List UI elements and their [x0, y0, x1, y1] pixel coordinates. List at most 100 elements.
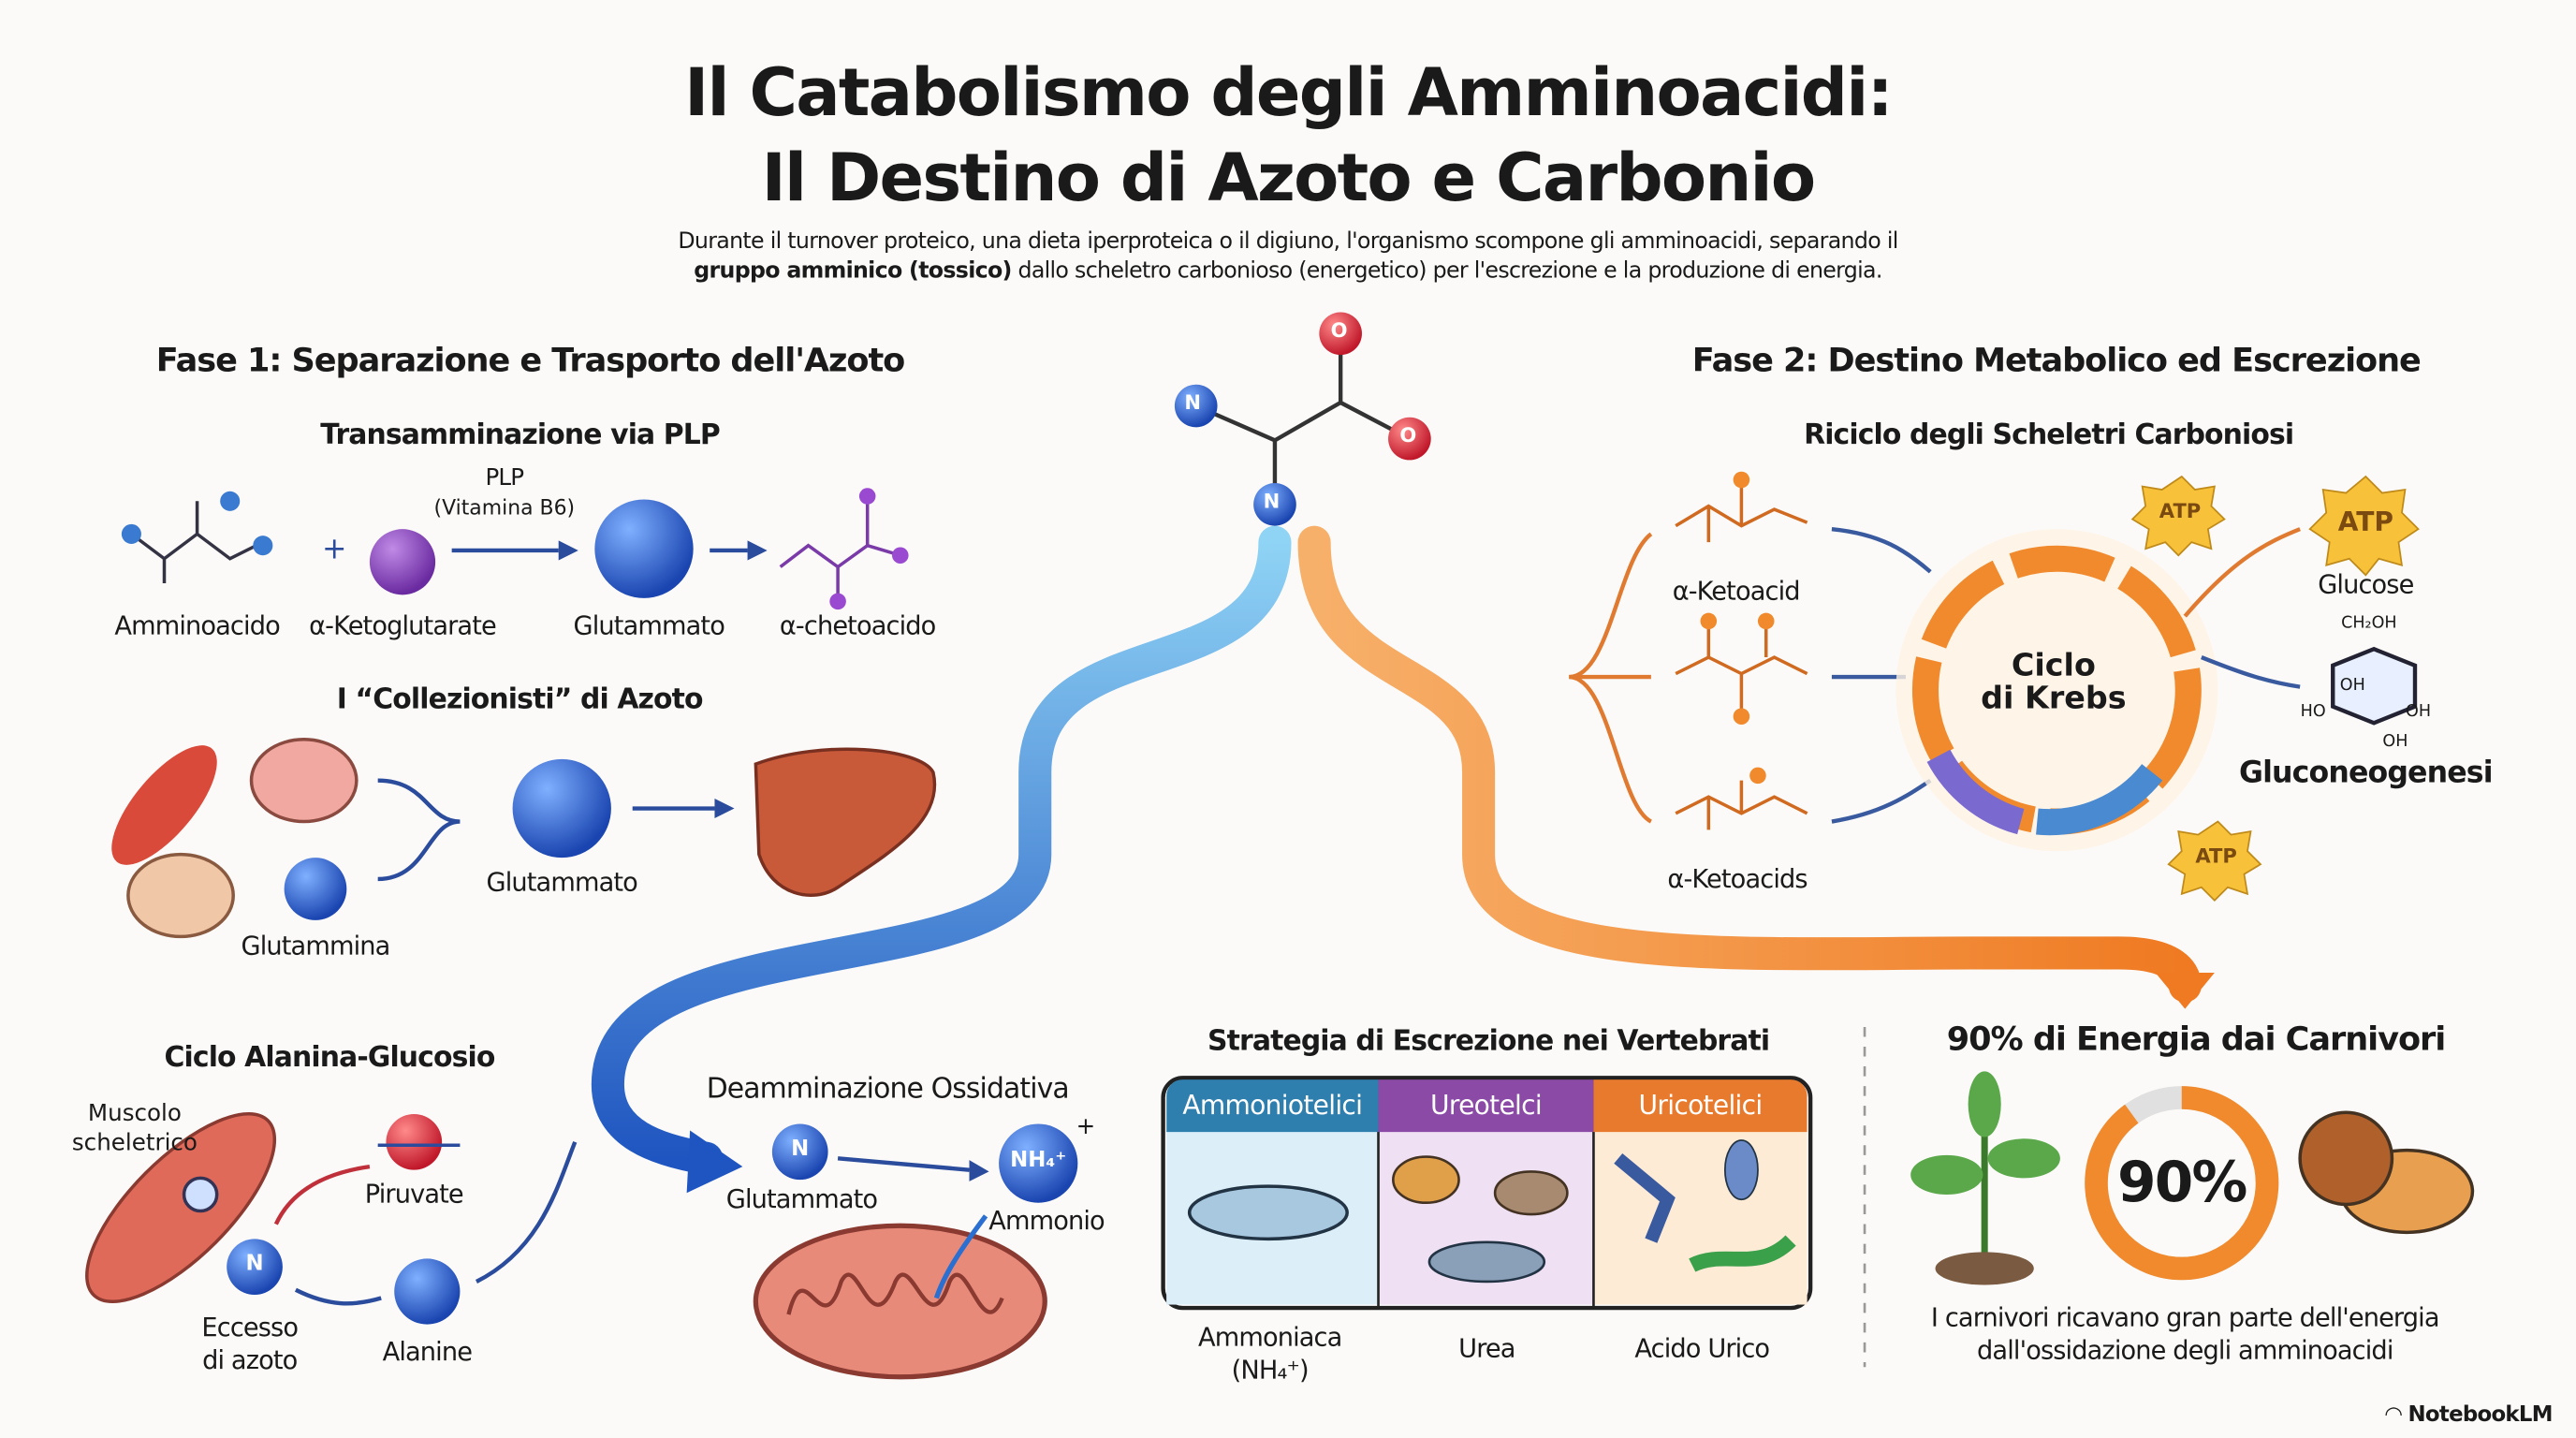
title-line-1: Il Catabolismo degli Amminoacidi: [684, 55, 1894, 132]
notebooklm-icon: ◠ [2385, 1402, 2408, 1429]
shark-icon [1427, 1240, 1546, 1284]
krebs-label: di Krebs [1981, 680, 2127, 717]
atp-label: ATP [2159, 499, 2202, 523]
product-label: Urea [1458, 1334, 1515, 1364]
oxygen-atom-icon [1319, 312, 1362, 356]
carbon-arrow-head [2155, 973, 2215, 1009]
column-header-ammoniotelic: Ammoniotelici [1166, 1079, 1379, 1133]
oh-label: OH [2406, 703, 2432, 722]
percentage-value: 90% [2116, 1150, 2247, 1216]
excess-nitrogen-label: di azoto [202, 1345, 298, 1376]
pyruvate-label: Piruvate [364, 1180, 464, 1210]
lizard-icon [1689, 1235, 1796, 1272]
nitrogen-atom-icon [1253, 482, 1296, 526]
title-line-2: Il Destino di Azoto e Carbonio [761, 140, 1816, 217]
glutamate-label: Glutammato [725, 1184, 878, 1215]
amino-acid-molecule-icon [1194, 333, 1411, 505]
atom-label: N [1184, 390, 1202, 415]
glucose-ring-icon [2331, 646, 2418, 726]
nitrogen-atom-icon [1174, 384, 1218, 428]
transamination-title: Transamminazione via PLP [320, 418, 721, 452]
glutamate-label: Glutammato [573, 610, 725, 641]
glucose-label: Glucose [2318, 570, 2414, 600]
alanine-sphere-icon [394, 1258, 461, 1325]
oh-label: OH [2382, 732, 2408, 752]
recycle-title: Riciclo degli Scheletri Carboniosi [1804, 418, 2294, 452]
bear-icon [1493, 1170, 1569, 1216]
ammonium-label: NH₄⁺ [1010, 1148, 1067, 1174]
ketoacid-structure-icon [779, 501, 901, 600]
oxygen-atom-icon [1388, 417, 1431, 461]
ketoacids-label: α-Ketoacids [1667, 864, 1808, 894]
ketoacid-label: α-chetoacido [779, 610, 936, 641]
plus-sign: + [321, 532, 347, 567]
liver-icon [754, 747, 937, 897]
phase2-title: Fase 2: Destino Metabolico ed Escrezione [1691, 340, 2422, 380]
subtitle-line-2: gruppo amminico (tossico) dallo scheletr… [0, 258, 2576, 285]
ammonium-name-label: Ammonio [988, 1206, 1105, 1236]
ketoacid-structure-icon [1675, 484, 1808, 830]
product-formula: (NH₄⁺) [1231, 1355, 1310, 1386]
nitrogen-atom-icon [771, 1123, 828, 1181]
carnivores-caption: I carnivori ricavano gran parte dell'ene… [1930, 1302, 2440, 1333]
ho-label: HO [2300, 703, 2326, 722]
ketoacid-label: α-Ketoacid [1672, 577, 1801, 607]
atp-badge-icon [2167, 820, 2262, 902]
oh-label: OH [2339, 677, 2365, 696]
lion-icon [1392, 1155, 1460, 1205]
glutamate-label: Glutammato [486, 867, 638, 898]
product-label: Acido Urico [1634, 1334, 1770, 1364]
atp-badge-icon [2130, 475, 2226, 557]
glutamine-label: Glutammina [241, 932, 391, 961]
pyruvate-sphere-icon [386, 1113, 443, 1170]
charge-plus: + [1076, 1113, 1096, 1141]
fish-icon [1187, 1184, 1349, 1241]
muscle-icon [111, 745, 217, 865]
muscle-label: scheletrico [71, 1130, 198, 1157]
glutamate-sphere-icon [594, 499, 694, 598]
plp-label: PLP [485, 464, 524, 492]
glutamate-sphere-icon [512, 758, 611, 858]
eagle-icon [1614, 1152, 1676, 1243]
excretion-title: Strategia di Escrezione nei Vertebrati [1207, 1025, 1770, 1059]
ketoglutarate-label: α-Ketoglutarate [309, 610, 497, 641]
brand-logo: ◠ NotebookLM [2385, 1402, 2553, 1429]
gluconeogenesis-label: Gluconeogenesi [2239, 756, 2493, 791]
atp-badge-icon [2308, 475, 2420, 577]
nitrogen-arrow-head [686, 1130, 743, 1194]
atom-label: N [791, 1137, 810, 1162]
phase1-title: Fase 1: Separazione e Trasporto dell'Azo… [155, 340, 906, 380]
atp-label: ATP [2337, 506, 2393, 537]
carnivores-caption: dall'ossidazione degli amminoacidi [1977, 1335, 2393, 1366]
ketoglutarate-sphere-icon [369, 529, 436, 595]
atom-label: N [245, 1252, 264, 1277]
amino-acid-structure-icon [130, 501, 264, 584]
amino-acid-label: Amminoacido [114, 610, 280, 641]
ch2oh-label: CH₂OH [2341, 614, 2397, 633]
atp-label: ATP [2195, 844, 2237, 868]
nitrogen-path [591, 525, 1292, 1175]
deamination-title: Deamminazione Ossidativa [706, 1073, 1070, 1107]
plp-sub-label: (Vitamina B6) [433, 494, 576, 520]
subtitle-line-1: Durante il turnover proteico, una dieta … [678, 227, 1898, 256]
excess-nitrogen-label: Eccesso [201, 1313, 299, 1343]
atom-label: O [1399, 423, 1417, 448]
column-header-ureotelic: Ureotelci [1378, 1079, 1594, 1133]
atom-label: N [1263, 490, 1281, 513]
ammonium-sphere-icon [999, 1123, 1078, 1203]
product-label: Ammoniaca [1197, 1322, 1342, 1353]
bird-icon [1723, 1139, 1759, 1201]
alanine-cycle-title: Ciclo Alanina-Glucosio [164, 1041, 496, 1075]
skeletal-muscle-icon [85, 1111, 277, 1304]
muscle-label: Muscolo [87, 1100, 182, 1127]
krebs-label: Ciclo [2011, 647, 2096, 684]
mitochondrion-icon [753, 1223, 1047, 1380]
collectors-title: I “Collezionisti” di Azoto [336, 683, 704, 717]
glutamine-sphere-icon [284, 858, 347, 920]
carnivores-title: 90% di Energia dai Carnivori [1946, 1019, 2447, 1059]
brain-icon [126, 852, 235, 939]
excretion-table-header: Ammoniotelici Ureotelci Uricotelici [1166, 1079, 1808, 1133]
atom-label: O [1330, 318, 1348, 343]
